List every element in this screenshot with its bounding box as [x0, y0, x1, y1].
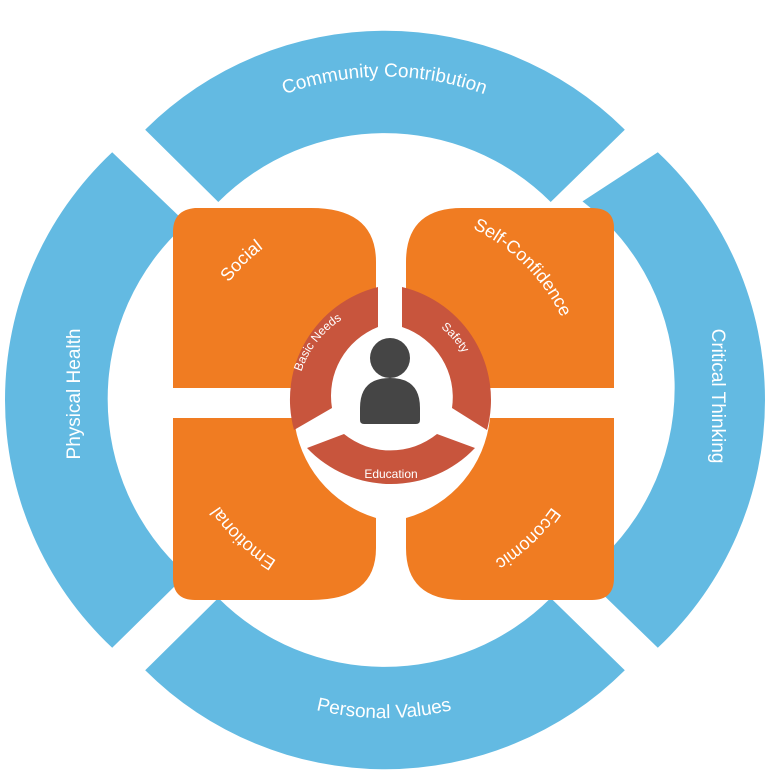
label-critical-thinking: Critical Thinking: [707, 329, 728, 464]
middle-segment-emotional: [173, 418, 376, 600]
label-education: Education: [364, 467, 417, 481]
outer-segment-personal-values: [145, 598, 625, 770]
inner-segment-education: [307, 434, 475, 485]
person-icon: [360, 338, 420, 424]
inner-segment-safety: [402, 287, 491, 430]
outer-segment-physical-health: [4, 152, 187, 648]
middle-segment-self-confidence: [406, 208, 614, 388]
label-physical-health: Physical Health: [64, 329, 85, 460]
outer-segment-community-contribution: [145, 30, 625, 203]
inner-segment-basic-needs: [289, 287, 378, 430]
middle-segment-economic: [406, 418, 614, 600]
outer-segment-critical-thinking: [582, 152, 766, 648]
middle-segment-social: [173, 208, 376, 388]
